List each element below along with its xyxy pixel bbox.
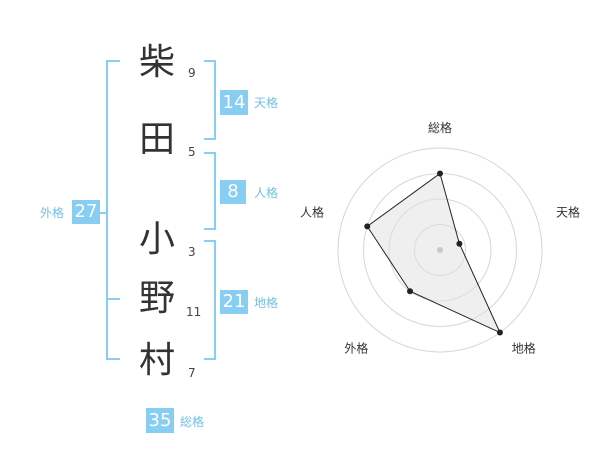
soukaku-badge: 35 — [146, 408, 174, 433]
chikaku-bracket — [204, 240, 216, 360]
tenkaku-bracket — [204, 60, 216, 140]
tenkaku-value: 14 — [222, 92, 246, 113]
radar-center-dot — [437, 247, 443, 253]
gaikaku-value: 27 — [74, 201, 98, 222]
radar-ring-1 — [414, 224, 466, 276]
chikaku-value: 21 — [222, 291, 246, 312]
radar-axis-label-2: 天格 — [556, 204, 580, 219]
radar-point-1 — [437, 170, 443, 177]
jinkaku-bracket — [204, 152, 216, 230]
gaikaku-label: 外格 — [40, 206, 65, 220]
jinkaku-badge: 8 — [220, 180, 246, 204]
name-char-5: 村 — [138, 340, 175, 381]
soukaku-value: 35 — [148, 410, 172, 431]
name-char-1: 柴 — [138, 42, 175, 83]
chikaku-badge: 21 — [220, 290, 248, 314]
gaikaku-badge: 27 — [72, 200, 100, 224]
radar-ring-2 — [388, 198, 492, 302]
radar-shape — [366, 172, 501, 334]
jinkaku-label: 人格 — [254, 186, 279, 200]
stroke-count-1: 9 — [188, 66, 196, 80]
name-char-4: 野 — [138, 278, 175, 319]
radar-point-4 — [407, 288, 414, 295]
radar-point-2 — [456, 240, 463, 247]
tenkaku-badge: 14 — [220, 90, 248, 115]
tenkaku-label: 天格 — [254, 96, 279, 110]
radar-ring-4 — [337, 147, 543, 353]
gaikaku-bracket-divider — [106, 298, 120, 300]
radar-axis-label-4: 外格 — [344, 341, 368, 356]
radar-ring-3 — [363, 173, 517, 327]
soukaku-label: 総格 — [180, 415, 205, 429]
name-char-2: 田 — [138, 119, 175, 160]
stroke-count-2: 5 — [188, 145, 196, 159]
chikaku-label: 地格 — [254, 296, 279, 310]
radar-axis-label-1: 総格 — [428, 120, 452, 135]
stroke-count-4: 11 — [186, 305, 202, 319]
stroke-count-3: 3 — [188, 245, 196, 259]
gaikaku-bracket-stub — [100, 212, 106, 214]
radar-axis-label-3: 地格 — [512, 341, 536, 356]
radar-axis-label-5: 人格 — [300, 204, 324, 219]
stroke-count-5: 7 — [188, 366, 196, 380]
radar-point-3 — [496, 329, 503, 336]
name-char-3: 小 — [138, 219, 175, 260]
radar-point-5 — [364, 223, 371, 230]
gaikaku-bracket — [106, 60, 120, 360]
jinkaku-value: 8 — [227, 181, 239, 202]
